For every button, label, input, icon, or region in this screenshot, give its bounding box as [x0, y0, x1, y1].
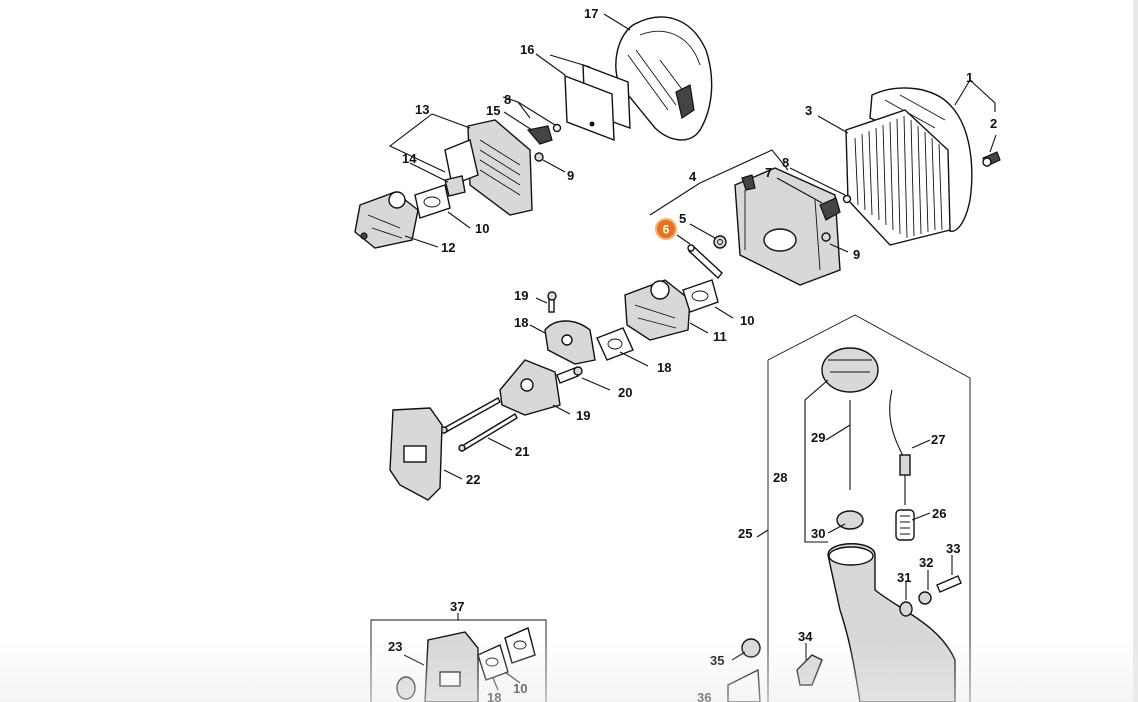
part-11-carburetor-b[interactable] [624, 279, 691, 341]
part-15-lever[interactable] [526, 125, 553, 145]
part-5-nut[interactable] [713, 235, 727, 249]
callout-15[interactable]: 15 [486, 103, 500, 118]
part-35-cap[interactable] [741, 638, 761, 658]
callout-16[interactable]: 16 [520, 42, 534, 57]
part-31-grommet[interactable] [899, 601, 913, 617]
callout-9-b[interactable]: 9 [853, 247, 860, 262]
part-13-filter-base[interactable] [444, 119, 533, 216]
part-9-nut-a[interactable] [534, 152, 544, 162]
callout-8-a[interactable]: 8 [504, 92, 511, 107]
callout-36[interactable]: 36 [697, 690, 711, 702]
part-26-fuel-filter[interactable] [895, 509, 915, 541]
callout-10-b[interactable]: 10 [740, 313, 754, 328]
part-10-gasket-b[interactable] [682, 279, 719, 313]
part-18-gasket[interactable] [596, 327, 634, 361]
callout-10-a[interactable]: 10 [475, 221, 489, 236]
callout-4[interactable]: 4 [689, 169, 697, 184]
part-28-cap-assembly[interactable] [821, 347, 879, 393]
part-36-label[interactable] [727, 668, 761, 702]
callout-23[interactable]: 21 [515, 444, 529, 459]
part-6-pin[interactable] [687, 244, 723, 280]
part-8-washer-a[interactable] [552, 123, 562, 133]
part-24-heat-shield[interactable] [389, 407, 443, 501]
callout-14[interactable]: 14 [402, 151, 417, 166]
callout-28[interactable]: 28 [773, 470, 787, 485]
part-8-washer-b[interactable] [842, 194, 852, 204]
callout-8-b[interactable]: 8 [782, 155, 789, 170]
callout-13[interactable]: 13 [415, 102, 429, 117]
callout-32[interactable]: 32 [919, 555, 933, 570]
callout-22[interactable]: 20 [618, 385, 632, 400]
callout-18-b[interactable]: 18 [487, 690, 501, 702]
part-27-fuel-hose[interactable] [889, 389, 911, 505]
callout-37[interactable]: 37 [450, 599, 464, 614]
callout-18[interactable]: 18 [657, 360, 671, 375]
scrollbar-track[interactable] [1133, 0, 1138, 702]
part-12-carburetor-a[interactable] [354, 191, 419, 249]
callout-31[interactable]: 31 [897, 570, 911, 585]
part-2-screw[interactable] [982, 151, 1001, 167]
part-25-fuel-tank[interactable] [827, 543, 956, 702]
part-10-gasket-a[interactable] [414, 184, 451, 219]
callout-7[interactable]: 7 [765, 165, 772, 180]
callout-24-b[interactable]: 23 [388, 639, 402, 654]
callout-9-a[interactable]: 9 [567, 168, 574, 183]
callout-1[interactable]: 1 [966, 70, 973, 85]
callout-11[interactable]: 11 [713, 329, 727, 344]
callout-30[interactable]: 30 [811, 526, 825, 541]
callout-2[interactable]: 2 [990, 116, 997, 131]
callout-25[interactable]: 25 [738, 526, 752, 541]
callout-17[interactable]: 17 [584, 6, 598, 21]
callout-29[interactable]: 29 [811, 430, 825, 445]
part-21-screw[interactable] [547, 291, 557, 313]
callout-33[interactable]: 33 [946, 541, 960, 556]
callout-35[interactable]: 35 [710, 653, 724, 668]
callout-6-highlighted[interactable]: 6 [663, 223, 670, 237]
part-23-bolts[interactable] [440, 397, 518, 452]
part-22-screw[interactable] [556, 366, 583, 384]
callout-3[interactable]: 3 [805, 103, 812, 118]
callout-24-a[interactable]: 22 [466, 472, 480, 487]
callout-21[interactable]: 19 [514, 288, 528, 303]
part-17-filter-cover[interactable] [615, 16, 713, 141]
part-4-carrier-plate[interactable] [734, 167, 841, 286]
callout-20[interactable]: 18 [514, 315, 528, 330]
callout-5[interactable]: 5 [679, 211, 686, 226]
part-16-air-filter[interactable] [564, 63, 631, 142]
callout-27[interactable]: 27 [931, 432, 945, 447]
callout-19[interactable]: 19 [576, 408, 590, 423]
part-32-valve[interactable] [918, 591, 932, 605]
part-33-screw[interactable] [936, 575, 962, 593]
part-34-clip[interactable] [796, 654, 823, 686]
callout-34[interactable]: 34 [798, 629, 813, 644]
highlight-marker [655, 218, 677, 240]
part-19-manifold[interactable] [499, 359, 561, 416]
callout-26[interactable]: 26 [932, 506, 946, 521]
part-20-bracket[interactable] [544, 320, 596, 365]
part-14-spring[interactable] [444, 175, 466, 197]
part-9-nut-b[interactable] [821, 232, 831, 242]
callout-10-c[interactable]: 10 [513, 681, 527, 696]
part-7-lever[interactable] [819, 197, 841, 221]
callout-12[interactable]: 12 [441, 240, 455, 255]
